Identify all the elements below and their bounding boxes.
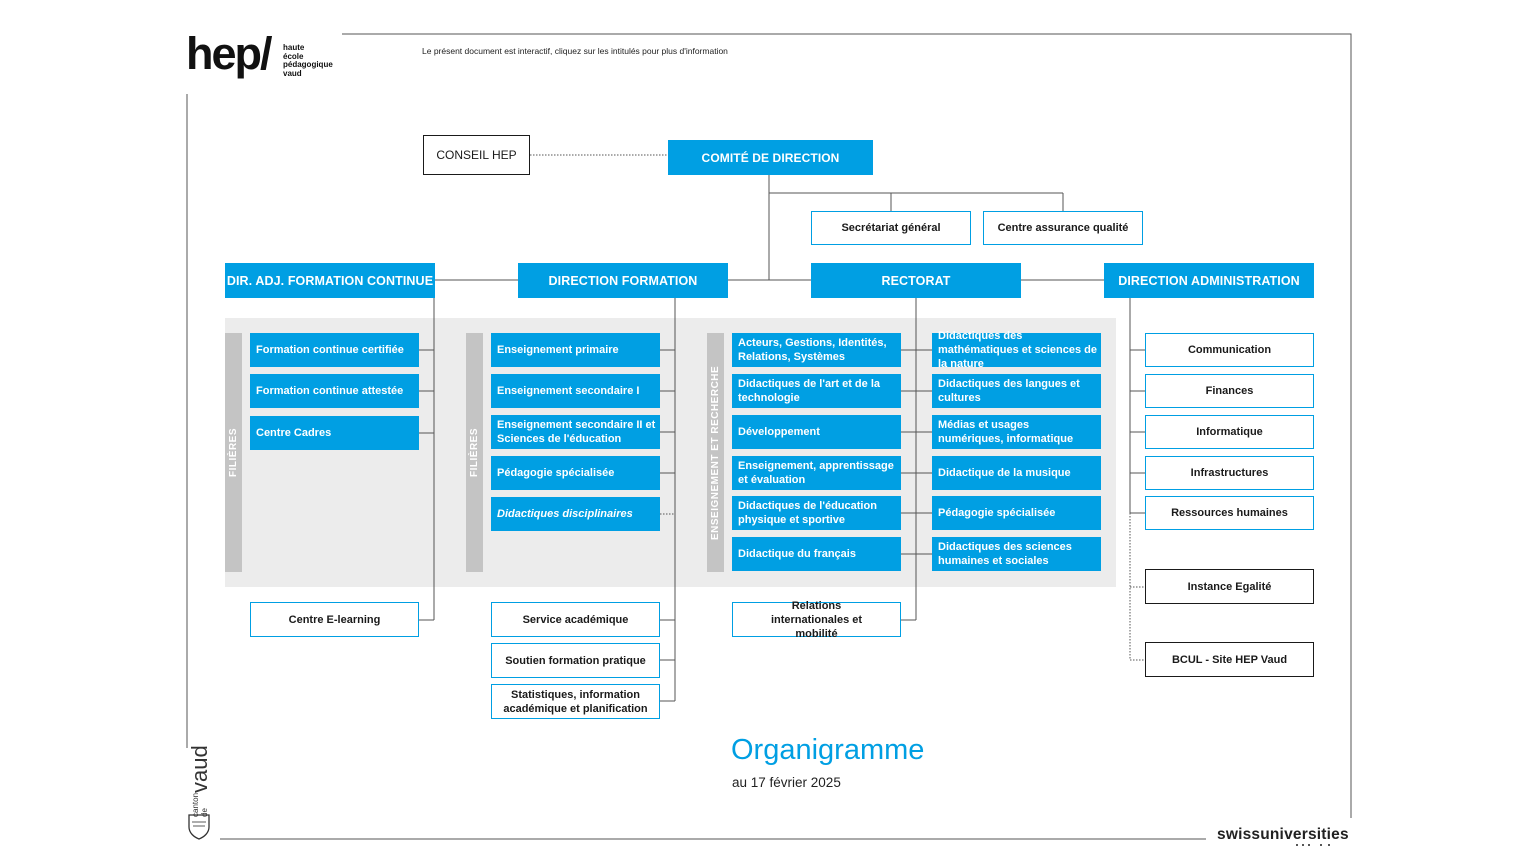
fc-item[interactable]: Centre Cadres — [250, 416, 419, 450]
canton-vaud-text: canton de vaud — [184, 745, 216, 817]
rect-right-item[interactable]: Pédagogie spécialisée — [932, 496, 1101, 530]
vaud-shield-icon — [188, 814, 210, 840]
filieres-bar-fc: FILIÈRES — [225, 333, 242, 572]
df-item[interactable]: Enseignement secondaire I — [491, 374, 660, 408]
bcul-site-box[interactable]: BCUL - Site HEP Vaud — [1145, 642, 1314, 677]
df-item[interactable]: Pédagogie spécialisée — [491, 456, 660, 490]
rect-right-item[interactable]: Didactique de la musique — [932, 456, 1101, 490]
rect-left-item[interactable]: Didactiques de l'éducation physique et s… — [732, 496, 901, 530]
rect-right-item[interactable]: Didactiques des mathématiques et science… — [932, 330, 1101, 370]
canton-big-text: vaud — [187, 745, 212, 793]
df-service[interactable]: Soutien formation pratique — [491, 643, 660, 678]
direction-administration-header[interactable]: DIRECTION ADMINISTRATION — [1104, 263, 1314, 298]
interactive-notice: Le présent document est interactif, cliq… — [422, 46, 728, 56]
relations-internationales-box[interactable]: Relations internationales et mobilité — [732, 600, 901, 640]
swissuniversities-text: swissuniversities — [1217, 826, 1349, 843]
rect-right-item[interactable]: Didactiques des langues et cultures — [932, 374, 1101, 408]
rect-left-item[interactable]: Enseignement, apprentissage et évaluatio… — [732, 456, 901, 490]
rect-left-item[interactable]: Développement — [732, 415, 901, 449]
admin-item[interactable]: Informatique — [1145, 415, 1314, 449]
rectorat-header[interactable]: RECTORAT — [811, 263, 1021, 298]
hep-logo-lines: haute école pédagogique vaud — [283, 43, 333, 78]
filieres-bar-df: FILIÈRES — [466, 333, 483, 572]
centre-elearning-box[interactable]: Centre E-learning — [250, 602, 419, 637]
conseil-hep-box[interactable]: CONSEIL HEP — [423, 135, 530, 175]
rect-left-item[interactable]: Didactique du français — [732, 537, 901, 571]
rect-right-item[interactable]: Didactiques des sciences humaines et soc… — [932, 537, 1101, 571]
swissuniversities-dots-icon — [1296, 844, 1330, 846]
page-date: au 17 février 2025 — [732, 775, 841, 790]
df-item[interactable]: Enseignement secondaire II et Sciences d… — [491, 415, 660, 449]
admin-item[interactable]: Finances — [1145, 374, 1314, 408]
fc-item[interactable]: Formation continue certifiée — [250, 333, 419, 367]
centre-assurance-qualite-box[interactable]: Centre assurance qualité — [983, 211, 1143, 245]
df-item-didactiques[interactable]: Didactiques disciplinaires — [491, 497, 660, 531]
dir-formation-continue-header[interactable]: DIR. ADJ. FORMATION CONTINUE — [225, 263, 435, 298]
hep-logo-wordmark: hep/ — [186, 28, 273, 79]
rect-left-item[interactable]: Acteurs, Gestions, Identités, Relations,… — [732, 333, 901, 367]
admin-item[interactable]: Infrastructures — [1145, 456, 1314, 490]
logo-line: vaud — [283, 68, 302, 78]
df-service[interactable]: Statistiques, information académique et … — [491, 684, 660, 719]
logo-line: haute — [283, 43, 305, 52]
enseignement-recherche-bar: ENSEIGNEMENT ET RECHERCHE — [707, 333, 724, 572]
df-item[interactable]: Enseignement primaire — [491, 333, 660, 367]
admin-item[interactable]: Communication — [1145, 333, 1314, 367]
fc-item[interactable]: Formation continue attestée — [250, 374, 419, 408]
comite-direction-box[interactable]: COMITÉ DE DIRECTION — [668, 140, 873, 175]
swissuniversities-logo: swissuniversities — [1217, 824, 1351, 848]
hep-logo[interactable]: hep/ haute école pédagogique vaud — [186, 28, 346, 84]
df-service[interactable]: Service académique — [491, 602, 660, 637]
logo-line: pédagogique — [283, 60, 333, 69]
rect-left-item[interactable]: Didactiques de l'art et de la technologi… — [732, 374, 901, 408]
direction-formation-header[interactable]: DIRECTION FORMATION — [518, 263, 728, 298]
canton-vaud-logo: canton de vaud — [184, 745, 216, 841]
rect-right-item[interactable]: Médias et usages numériques, informatiqu… — [932, 415, 1101, 449]
logo-line: école — [283, 51, 304, 61]
admin-item[interactable]: Ressources humaines — [1145, 496, 1314, 530]
page-title: Organigramme — [731, 734, 925, 766]
secretariat-general-box[interactable]: Secrétariat général — [811, 211, 971, 245]
instance-egalite-box[interactable]: Instance Egalité — [1145, 569, 1314, 604]
